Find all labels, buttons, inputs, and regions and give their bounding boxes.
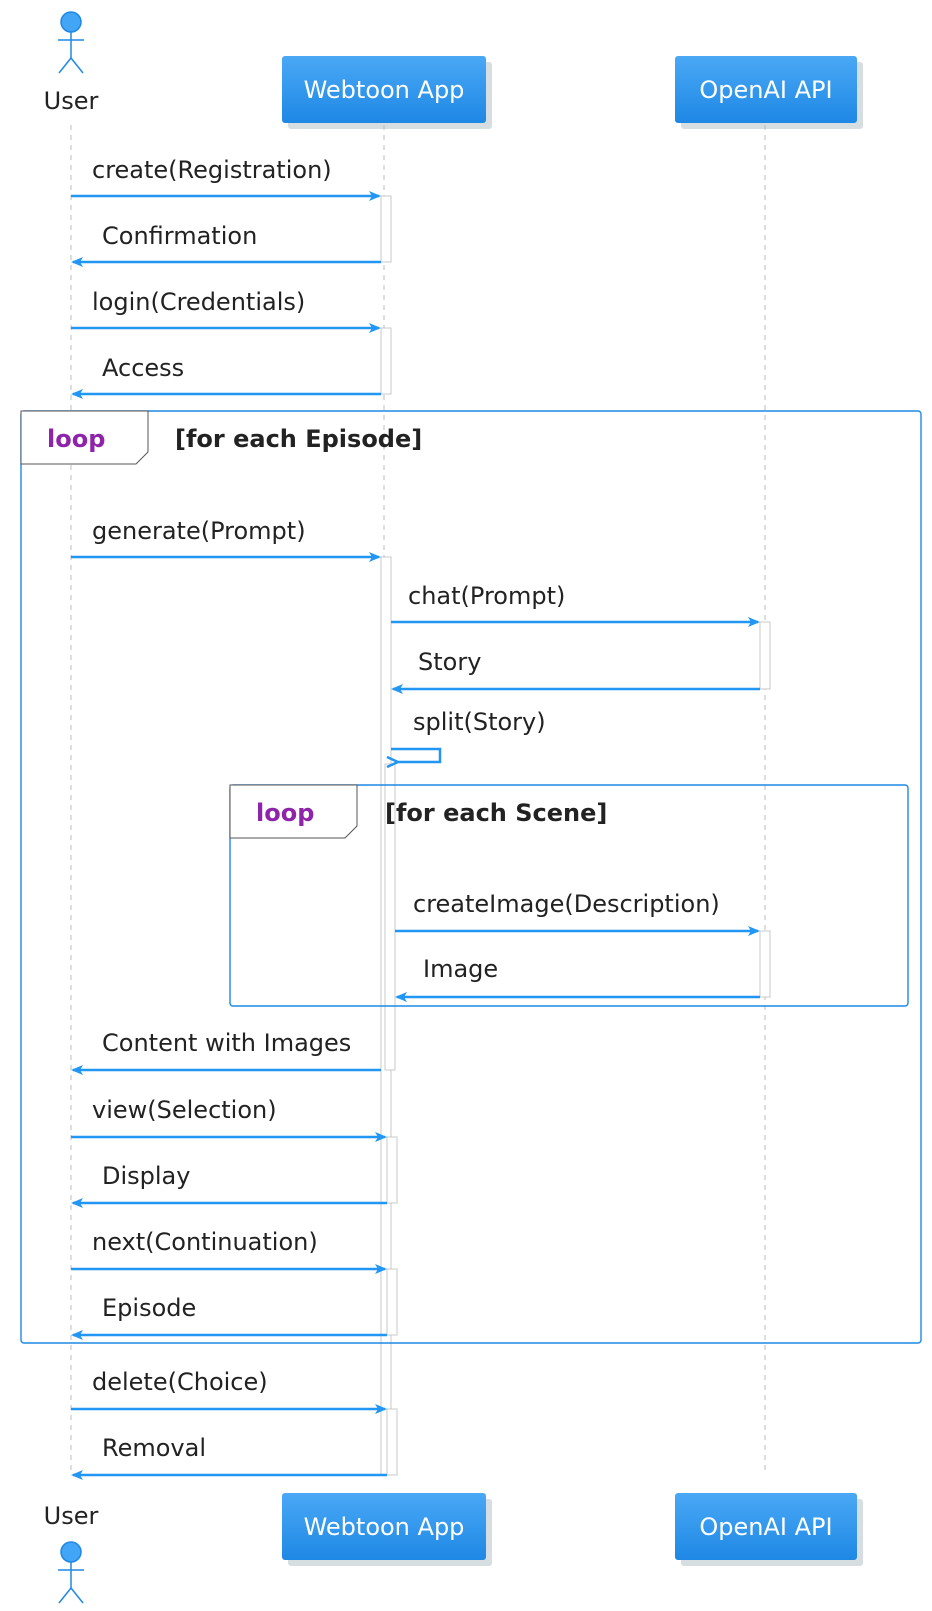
message-label: Display bbox=[102, 1162, 190, 1190]
activation-bar bbox=[759, 621, 771, 690]
actor-user-label: User bbox=[44, 87, 99, 115]
participant-api-label: OpenAI API bbox=[699, 76, 832, 104]
participant-app-label: Webtoon App bbox=[304, 76, 465, 104]
message-label: Image bbox=[423, 955, 498, 983]
actor-user-label: User bbox=[44, 1502, 99, 1530]
activation-bar bbox=[759, 930, 771, 998]
message: generate(Prompt) bbox=[71, 517, 381, 562]
message: create(Registration) bbox=[71, 156, 381, 201]
message-label: delete(Choice) bbox=[92, 1368, 268, 1396]
loop-keyword-outer: loop bbox=[47, 425, 105, 453]
loop-keyword-inner: loop bbox=[256, 799, 314, 827]
message: next(Continuation) bbox=[71, 1228, 387, 1274]
activation-bar bbox=[380, 195, 392, 263]
participant-api-bottom: OpenAI API bbox=[675, 1493, 863, 1566]
message-self: split(Story) bbox=[391, 708, 546, 762]
message-label: Episode bbox=[102, 1294, 196, 1322]
message-label: login(Credentials) bbox=[92, 288, 305, 316]
message-label: Content with Images bbox=[102, 1029, 351, 1057]
message: login(Credentials) bbox=[71, 288, 381, 333]
message-label: next(Continuation) bbox=[92, 1228, 318, 1256]
loop-guard-inner: [for each Scene] bbox=[385, 799, 607, 827]
loop-frame-episode: loop [for each Episode] bbox=[20, 410, 922, 1344]
message: delete(Choice) bbox=[71, 1368, 387, 1414]
activation-bar bbox=[386, 1136, 398, 1204]
message: createImage(Description) bbox=[395, 890, 760, 936]
message-label: createImage(Description) bbox=[413, 890, 720, 918]
participant-api-label: OpenAI API bbox=[699, 1513, 832, 1541]
message: chat(Prompt) bbox=[391, 582, 760, 627]
actor-user-bottom: User bbox=[44, 1502, 99, 1604]
message: Display bbox=[71, 1162, 387, 1208]
message-label: Story bbox=[418, 648, 481, 676]
message: Access bbox=[71, 354, 381, 399]
user-actor-icon bbox=[58, 11, 84, 74]
loop-frame-scene: loop [for each Scene] bbox=[229, 784, 909, 1007]
message: Story bbox=[391, 648, 760, 694]
message-label: Removal bbox=[102, 1434, 206, 1462]
message: Episode bbox=[71, 1294, 387, 1340]
message: view(Selection) bbox=[71, 1096, 387, 1142]
activation-bar bbox=[380, 327, 392, 395]
user-actor-icon bbox=[58, 1541, 84, 1604]
participant-app-label: Webtoon App bbox=[304, 1513, 465, 1541]
message: Removal bbox=[71, 1434, 387, 1480]
message-label: Confirmation bbox=[102, 222, 257, 250]
message-label: create(Registration) bbox=[92, 156, 332, 184]
message: Confirmation bbox=[71, 222, 381, 267]
activation-bar bbox=[386, 1408, 398, 1476]
message-label: generate(Prompt) bbox=[92, 517, 306, 545]
message-label: split(Story) bbox=[413, 708, 546, 736]
message-label: chat(Prompt) bbox=[408, 582, 565, 610]
message: Image bbox=[395, 955, 760, 1002]
message-label: view(Selection) bbox=[92, 1096, 277, 1124]
message-label: Access bbox=[102, 354, 184, 382]
participant-app-bottom: Webtoon App bbox=[282, 1493, 492, 1566]
actor-user-top: User bbox=[44, 11, 99, 115]
message: Content with Images bbox=[71, 1029, 381, 1075]
activation-bar bbox=[386, 1268, 398, 1336]
participant-app-top: Webtoon App bbox=[282, 56, 492, 129]
participant-api-top: OpenAI API bbox=[675, 56, 863, 129]
loop-guard-outer: [for each Episode] bbox=[175, 425, 422, 453]
